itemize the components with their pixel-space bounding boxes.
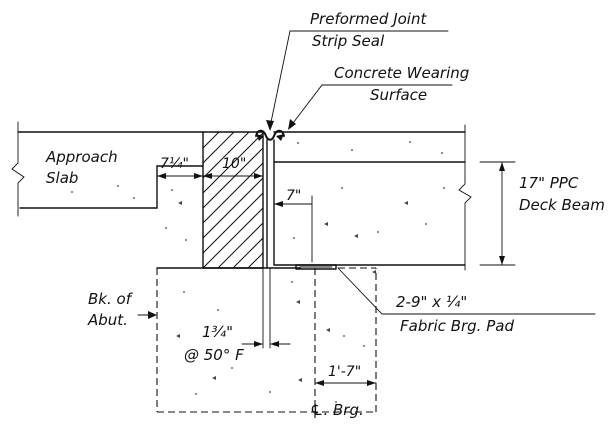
gap-temp-label: @ 50° F (184, 346, 244, 364)
strip-seal (255, 129, 285, 141)
joint-gap (262, 139, 275, 349)
bk-abut-label-2: Abut. (87, 311, 128, 329)
wearing-surface-label-2: Surface (370, 86, 427, 104)
deck-beam (273, 124, 472, 271)
pad-label: 2-9" x ¼" (396, 293, 467, 311)
dim-one-seven: 1'-7" (328, 364, 361, 380)
backwall-hatched (202, 131, 264, 269)
gap-value-label: 1¾" (202, 323, 233, 341)
labels: Preformed Joint Strip Seal Concrete Wear… (45, 10, 605, 419)
deck-beam-label: 17" PPC (519, 174, 579, 192)
pad-label-2: Fabric Brg. Pad (400, 317, 514, 335)
strip-seal-label: Strip Seal (312, 32, 385, 50)
preformed-joint-label: Preformed Joint (310, 10, 427, 28)
deck-beam-label-2: Deck Beam (519, 196, 605, 214)
wearing-surface-label: Concrete Wearing (334, 64, 469, 82)
approach-slab-label: Approach (45, 148, 118, 166)
dim-seven-quarter: 7¼" (160, 156, 189, 172)
cl-brg-label: ℄. Brg. (310, 401, 364, 419)
leaders (137, 30, 596, 319)
abutment-outline (156, 267, 377, 420)
dim-seven: 7" (286, 188, 301, 204)
approach-slab-label-2: Slab (46, 169, 78, 187)
dimensions (156, 161, 516, 386)
bearing-pad (295, 264, 337, 270)
bk-abut-label: Bk. of (88, 290, 134, 308)
concrete-speckle (71, 141, 445, 403)
approach-slab (11, 121, 204, 217)
dim-ten: 10" (222, 156, 246, 172)
